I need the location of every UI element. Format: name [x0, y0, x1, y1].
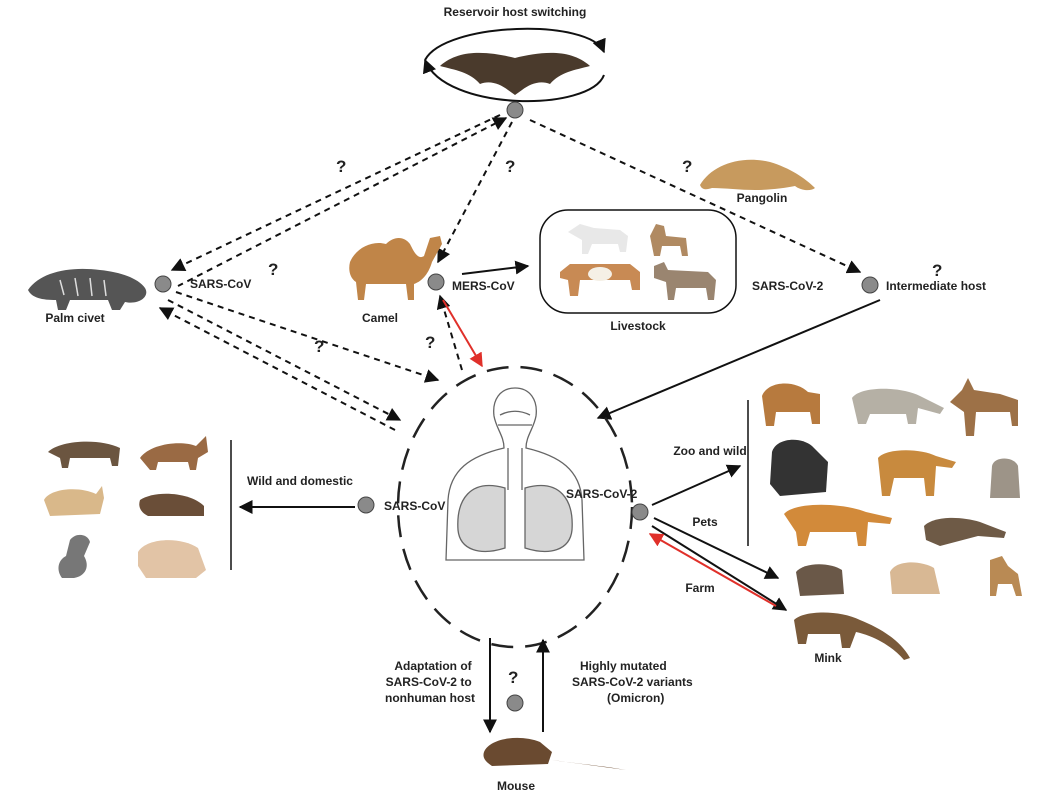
question-4: ?: [268, 260, 278, 279]
dashed-bat-to-camel: [438, 122, 512, 262]
question-6: ?: [425, 333, 435, 352]
zoo-wild-line: Zoo and wild: [673, 444, 746, 458]
intermediate-host-line: Intermediate host: [886, 279, 986, 293]
camel-icon: [349, 236, 442, 300]
dashed-bat-to-civet-2: [178, 118, 506, 286]
sars-cov-top-label: SARS-CoV: [190, 277, 251, 291]
red-arrow-mink-to-human: [650, 534, 776, 606]
gorilla-icon: [770, 440, 828, 496]
question-3: ?: [682, 157, 692, 176]
sars-cov-mid-label: SARS-CoV: [384, 499, 445, 513]
wild-domestic-label: Wild and domestic: [247, 474, 353, 488]
donkey-icon: [654, 262, 716, 300]
virus-icon-intermediate: [862, 277, 878, 293]
mouse-label: Mouse: [497, 779, 535, 793]
arrow-to-zoo-wild: [652, 466, 740, 505]
virus-icon-camel: [428, 274, 444, 290]
pangolin-icon: [700, 160, 815, 190]
tiger-icon: [784, 505, 892, 546]
reservoir-arrow-top: [425, 29, 604, 60]
virus-icon-sarscov-mid: [358, 497, 374, 513]
sars-cov2-mid-label: SARS-CoV-2: [566, 487, 638, 501]
lynx-icon: [990, 459, 1020, 499]
lion-icon: [762, 383, 820, 426]
raccoon-dog-icon: [48, 442, 120, 468]
intermediate-host-label: Intermediate host: [886, 279, 986, 293]
sheep-icon: [650, 224, 688, 256]
virus-icon-civet: [155, 276, 171, 292]
mers-cov-label: MERS-CoV: [452, 279, 515, 293]
pangolin-label: Pangolin: [737, 191, 788, 205]
goat-icon: [568, 224, 628, 254]
dashed-human-to-civet: [160, 308, 395, 430]
question-8: ?: [508, 668, 518, 687]
rat-icon: [139, 494, 204, 516]
arrow-mers-to-livestock: [462, 266, 528, 274]
mink-icon: [794, 613, 910, 661]
mouse-icon: [483, 738, 626, 770]
dashed-bat-to-intermediate: [530, 120, 860, 272]
otter-icon: [924, 518, 1006, 546]
palm-civet-label: Palm civet: [45, 311, 104, 325]
wild-domestic-line: Wild and domestic: [247, 474, 353, 488]
arrow-to-mink: [652, 526, 786, 610]
zoo-wild-label: Zoo and wild: [673, 444, 746, 458]
cow-icon: [560, 264, 640, 296]
pets-label: Pets: [692, 515, 718, 529]
palm-civet-icon: [28, 269, 146, 310]
arrow-intermediate-to-human: [598, 300, 880, 418]
pig-icon: [138, 540, 206, 578]
ferret-icon: [796, 564, 844, 596]
beagle-icon: [990, 556, 1022, 596]
mutated-label: Highly mutated SARS-CoV-2 variants (Omic…: [572, 659, 696, 705]
question-7: ?: [932, 261, 942, 280]
livestock-box: [540, 210, 736, 313]
virus-icon-mouse: [507, 695, 523, 711]
deer-icon: [950, 378, 1018, 436]
virus-icon-bat: [507, 102, 523, 118]
question-1: ?: [336, 157, 346, 176]
sars-cov2-top-label: SARS-CoV-2: [752, 279, 824, 293]
mink-label: Mink: [814, 651, 842, 665]
cat-icon: [44, 486, 104, 516]
camel-label: Camel: [362, 311, 398, 325]
reservoir-label: Reservoir host switching: [444, 5, 587, 19]
question-5: ?: [314, 337, 324, 356]
fox-icon: [140, 436, 208, 470]
virus-icon-sarscov2-mid: [632, 504, 648, 520]
red-arrow-camel-to-human: [443, 300, 482, 366]
leopard-icon: [878, 450, 956, 496]
farm-label: Farm: [685, 581, 714, 595]
question-2: ?: [505, 157, 515, 176]
livestock-label: Livestock: [610, 319, 666, 333]
goose-icon: [59, 535, 90, 578]
adaptation-label: Adaptation of SARS-CoV-2 to nonhuman hos…: [385, 659, 475, 705]
snow-leopard-icon: [852, 389, 944, 424]
bat-icon: [440, 53, 590, 95]
pet-cat-icon: [890, 562, 940, 594]
dashed-human-to-camel: [440, 296, 462, 370]
dashed-bat-to-civet-1: [172, 115, 500, 270]
human-lungs-icon: [446, 388, 584, 560]
